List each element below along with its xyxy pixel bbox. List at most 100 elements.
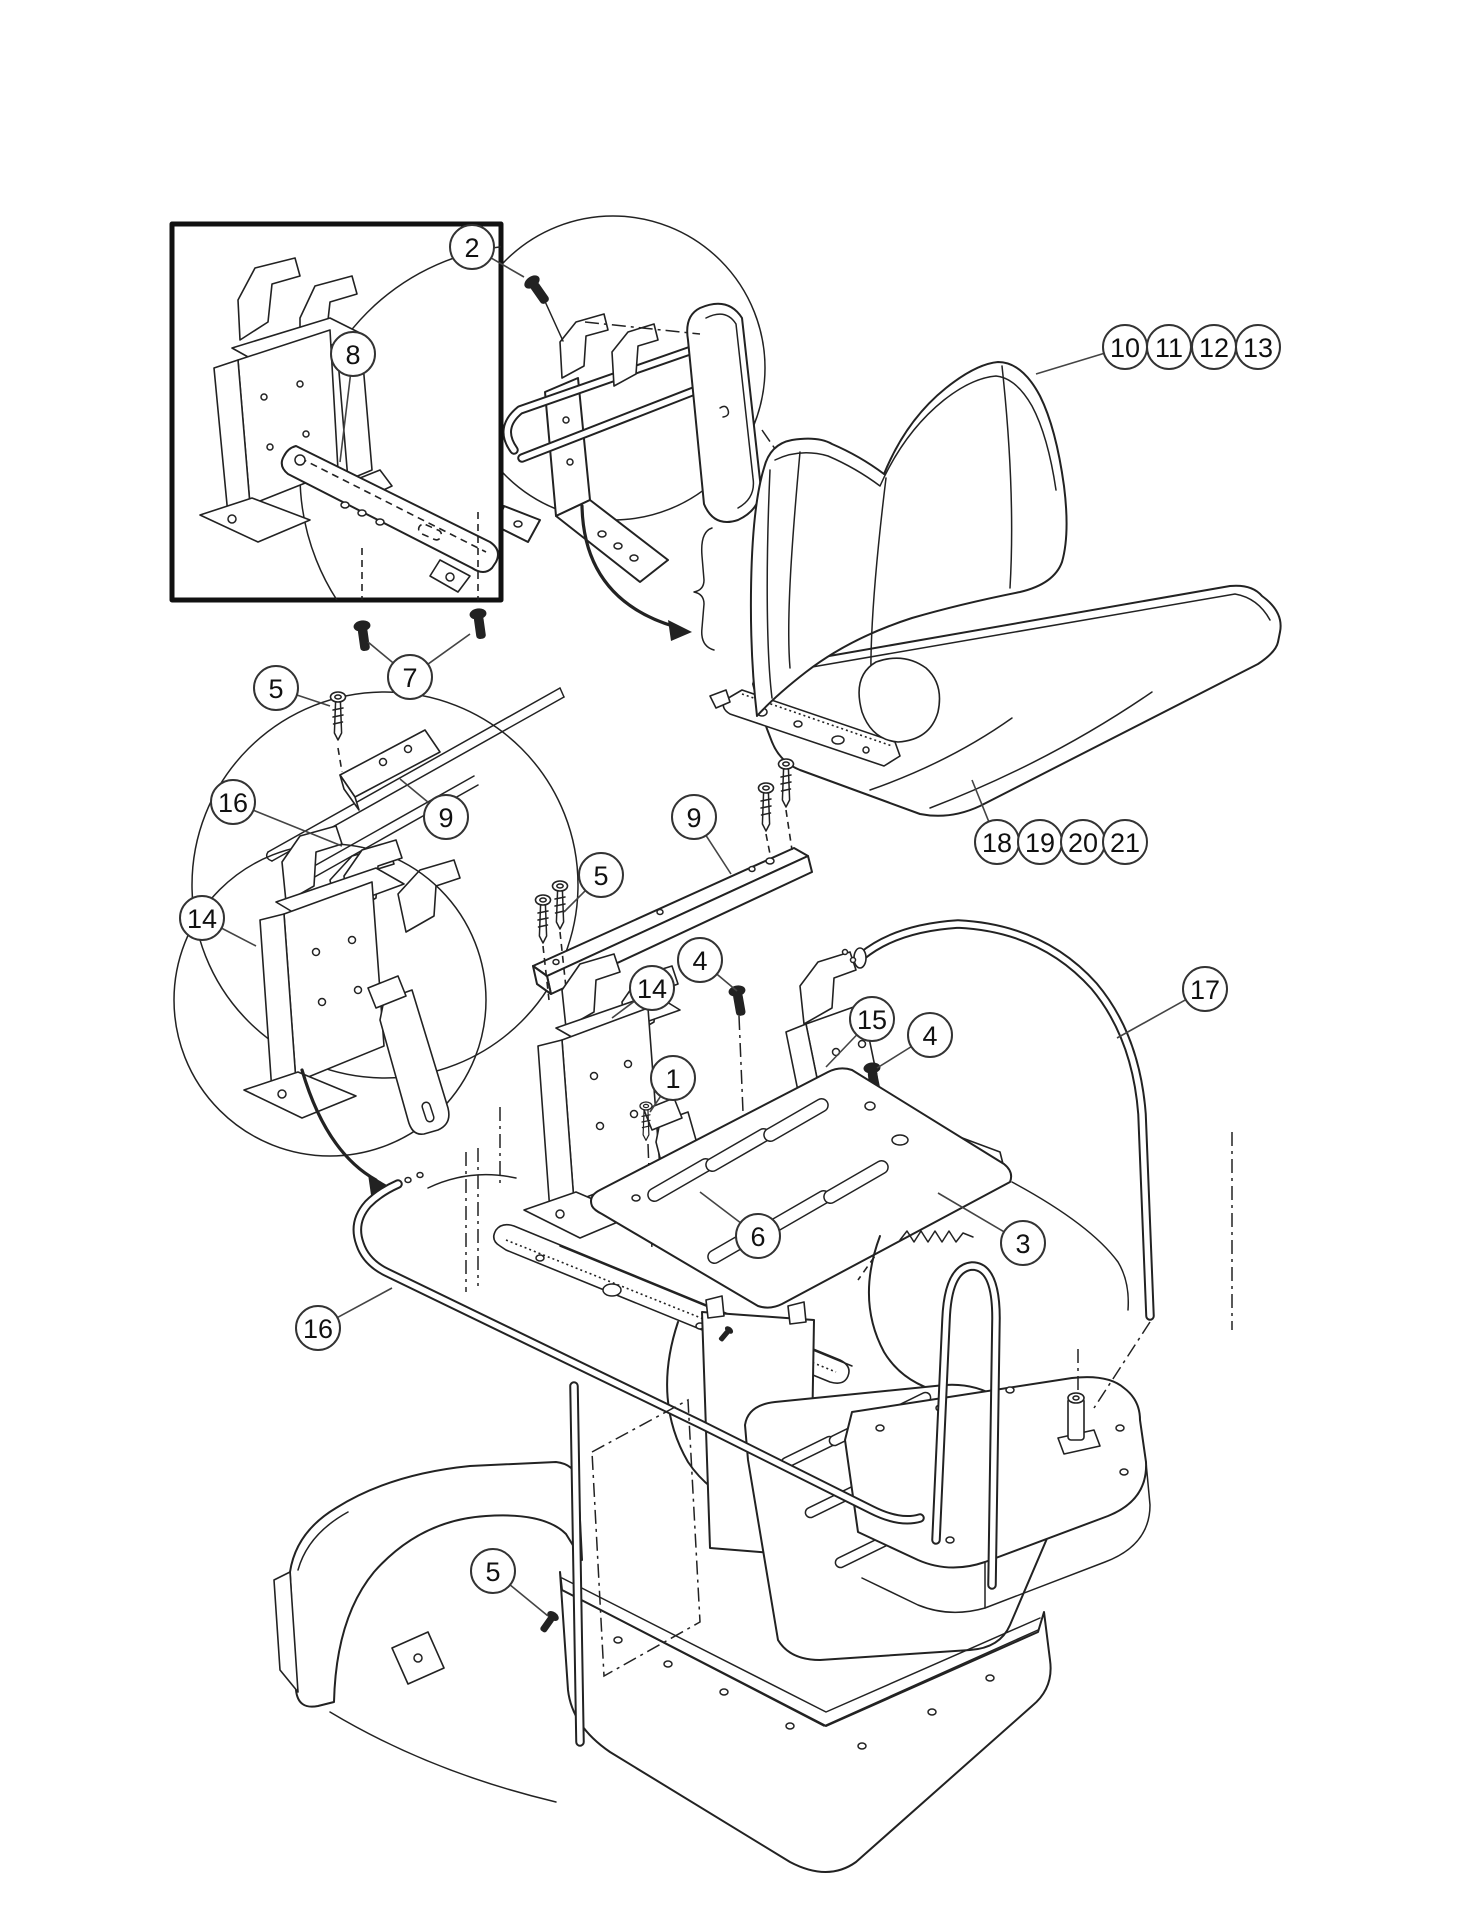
construction-lines	[465, 1107, 1233, 1678]
bar-clip-brackets	[559, 313, 659, 387]
callout-11-3: 11	[1146, 324, 1192, 370]
callout-leader	[253, 809, 343, 847]
callout-number: 20	[1068, 828, 1098, 858]
callout-bubble	[253, 665, 299, 711]
callout-17-19: 17	[1116, 966, 1228, 1039]
callout-leader	[336, 1287, 393, 1319]
callout-number: 12	[1199, 333, 1229, 363]
inset-detail-box	[169, 221, 504, 603]
callout-leader	[339, 375, 352, 463]
callout-bubble	[210, 779, 256, 825]
callout-bubble	[650, 1055, 696, 1101]
callout-leader	[971, 779, 990, 822]
bolt-4a	[727, 984, 750, 1018]
callout-number: 15	[857, 1005, 887, 1035]
callout-bubble	[1182, 966, 1228, 1012]
callout-number: 3	[1015, 1229, 1030, 1259]
callout-leader	[296, 694, 331, 707]
callout-15-20: 15	[825, 996, 895, 1068]
callout-19-13: 19	[1017, 819, 1063, 865]
callout-bubble	[907, 1012, 953, 1058]
screw-5b2	[551, 880, 569, 930]
callout-leader	[367, 641, 394, 664]
callout-number: 4	[692, 946, 707, 976]
callout-8-1: 8	[330, 331, 376, 463]
hinge-spring	[899, 1230, 974, 1243]
callout-number: 9	[438, 803, 453, 833]
callout-bubble	[449, 224, 495, 270]
callout-leader	[825, 1034, 858, 1068]
screw-5b1	[534, 894, 552, 944]
callout-bubble	[1235, 324, 1281, 370]
callout-18-12: 18	[971, 779, 1020, 865]
seat-frame-tube-16	[352, 1171, 1001, 1747]
callout-9-9: 9	[399, 778, 469, 840]
screw-5-detail	[329, 691, 347, 741]
callout-20-14: 20	[1060, 819, 1106, 865]
callout-leader	[937, 1192, 1005, 1233]
callout-number: 9	[686, 803, 701, 833]
callout-1-22: 1	[649, 1055, 696, 1113]
rear-guard-tube-17	[841, 919, 1155, 1321]
platform-post	[1057, 1392, 1101, 1455]
callout-number: 6	[750, 1222, 765, 1252]
callout-21-15: 21	[1102, 819, 1148, 865]
callout-4-21: 4	[876, 1012, 953, 1069]
callout-bubble	[1102, 819, 1148, 865]
callout-number: 7	[402, 663, 417, 693]
callout-5-26: 5	[470, 1548, 549, 1617]
grouping-brace	[693, 527, 715, 651]
callout-9-10: 9	[671, 794, 732, 875]
front-body-shell	[559, 1571, 1052, 1873]
detail-clamp	[339, 729, 441, 811]
callout-number: 5	[593, 861, 608, 891]
bracket-detail-circle	[173, 825, 487, 1195]
seatback-bolster-detail	[686, 302, 762, 523]
callout-leader	[221, 927, 257, 947]
callout-bubble	[423, 794, 469, 840]
callout-14-16: 14	[179, 895, 257, 947]
center-assembly-drawing	[492, 758, 1013, 1384]
callout-bubble	[578, 852, 624, 898]
pointer-arrow	[580, 504, 678, 629]
callout-10-2: 10	[1035, 324, 1148, 375]
callout-number: 5	[485, 1557, 500, 1587]
callout-bubble	[1000, 1220, 1046, 1266]
callout-leader	[699, 1191, 741, 1224]
seatbelt-recess	[858, 657, 941, 743]
callout-number: 16	[218, 788, 248, 818]
bolt-2	[521, 272, 554, 308]
callout-leader	[490, 257, 525, 278]
callout-number: 2	[464, 233, 479, 263]
callout-leader	[1116, 999, 1187, 1039]
screw-9a	[757, 782, 775, 832]
callout-number: 16	[303, 1314, 333, 1344]
bench-seat-drawing	[580, 361, 1282, 817]
callout-bubble	[849, 996, 895, 1042]
callout-leader	[399, 778, 430, 804]
callout-leader	[716, 973, 738, 992]
callout-4-17: 4	[677, 937, 738, 992]
callout-bubble	[677, 937, 723, 983]
callout-bubble	[387, 654, 433, 700]
callout-number: 18	[982, 828, 1012, 858]
seat-plate-6	[590, 1067, 1013, 1309]
install-arrow	[300, 1068, 378, 1182]
callout-number: 19	[1025, 828, 1055, 858]
callout-number: 14	[187, 904, 217, 934]
callout-leader	[427, 633, 471, 665]
callout-bubble	[295, 1305, 341, 1351]
callout-bubble	[179, 895, 225, 941]
callout-leader	[649, 1095, 662, 1113]
callout-number: 21	[1110, 828, 1140, 858]
callout-16-8: 16	[210, 779, 343, 847]
shoulder-bolts-7	[352, 607, 490, 652]
callout-13-5: 13	[1235, 324, 1281, 370]
callout-bubble	[470, 1548, 516, 1594]
callout-number: 11	[1155, 333, 1183, 363]
callout-14-18: 14	[611, 965, 675, 1019]
inset-support-arm	[280, 445, 499, 593]
callout-leader	[876, 1045, 912, 1069]
